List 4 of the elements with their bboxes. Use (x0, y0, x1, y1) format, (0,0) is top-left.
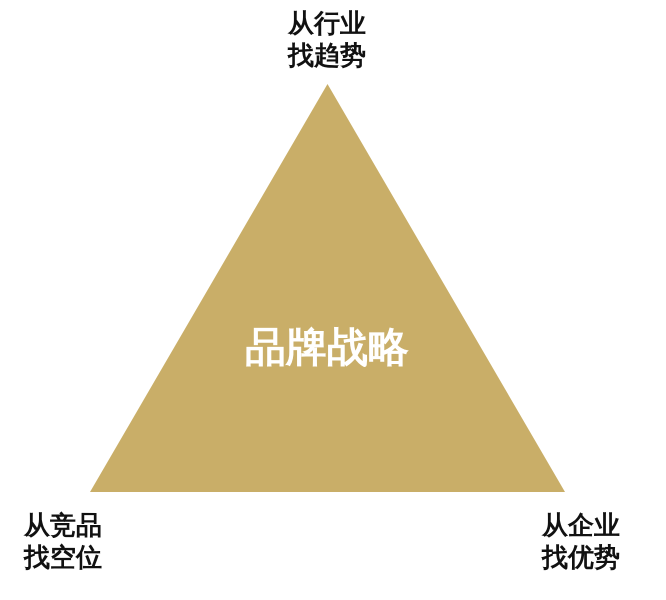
center-title: 品牌战略 (245, 324, 409, 370)
right-caption: 从企业找优势 (542, 510, 620, 574)
top-caption: 从行业找趋势 (288, 8, 366, 72)
left-caption: 从竞品找空位 (24, 510, 102, 574)
